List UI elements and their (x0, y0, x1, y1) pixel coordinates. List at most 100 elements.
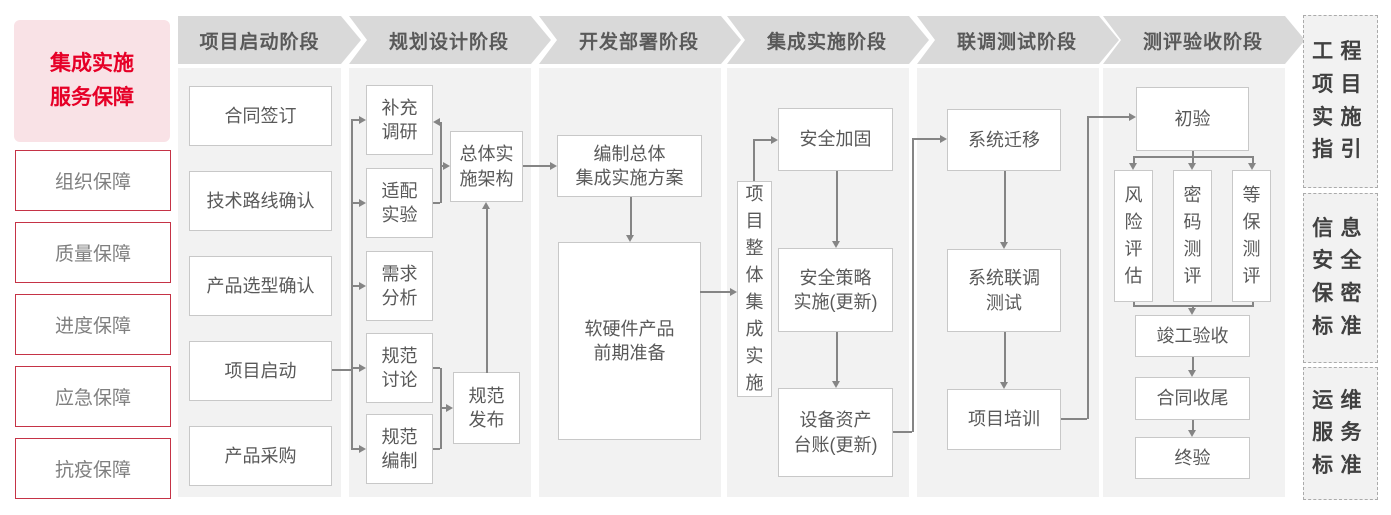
arrowhead (1188, 430, 1196, 437)
arrowhead (832, 241, 840, 248)
stage-header-integration-impl: 集成实施阶段 (727, 16, 929, 64)
flow-box-preliminary-acceptance: 初验 (1136, 87, 1249, 151)
flow-box-overall-integration-impl: 项 目 整 体 集 成 实 施 (737, 181, 772, 397)
flow-box-spec-discussion: 规范 讨论 (366, 333, 433, 403)
arrowhead (446, 404, 453, 412)
sidebar-item-emergency: 应急保障 (15, 366, 171, 427)
connector-line (1087, 116, 1089, 419)
connector-line (1061, 418, 1087, 420)
flow-box-tech-route-confirm: 技术路线确认 (189, 171, 332, 231)
arrowhead (359, 364, 366, 372)
flow-box-crypto-evaluation: 密 码 测 评 (1173, 170, 1212, 302)
arrowhead (626, 235, 634, 242)
arrowhead (359, 199, 366, 207)
connector-line (893, 431, 912, 433)
flow-box-supplementary-research: 补充 调研 (366, 85, 433, 155)
flow-box-hw-sw-preparation: 软硬件产品 前期准备 (558, 242, 701, 440)
flow-box-mlps-evaluation: 等 保 测 评 (1232, 170, 1271, 302)
arrowhead (1000, 382, 1008, 389)
flow-box-project-kickoff: 项目启动 (189, 341, 332, 401)
connector-line (836, 171, 838, 241)
connector-line (912, 138, 914, 432)
arrowhead (940, 135, 947, 143)
flow-box-completion-acceptance: 竣工验收 (1135, 315, 1250, 357)
arrowhead (832, 381, 840, 388)
arrowhead (1129, 113, 1136, 121)
connector-line (1192, 151, 1194, 157)
flow-box-system-migration: 系统迁移 (947, 109, 1061, 171)
flow-box-product-procurement: 产品采购 (189, 426, 332, 486)
connector-line (912, 138, 940, 140)
flow-box-adaptation-experiment: 适配 实验 (366, 168, 433, 238)
flow-box-security-policy-impl: 安全策略 实施(更新) (778, 248, 893, 332)
connector-line (1133, 156, 1135, 163)
flow-box-contract-closure: 合同收尾 (1135, 377, 1250, 420)
connector-line (700, 291, 730, 293)
sidebar-item-epidemic: 抗疫保障 (15, 438, 171, 499)
connector-line (351, 448, 359, 450)
connector-line (1252, 302, 1254, 307)
arrowhead (359, 116, 366, 124)
arrowhead (359, 282, 366, 290)
stage-header-evaluation-acceptance: 测评验收阶段 (1103, 16, 1305, 64)
arrowhead (1248, 163, 1256, 170)
connector-line (351, 202, 359, 204)
connector-line (1252, 156, 1254, 163)
arrowhead (1188, 370, 1196, 377)
arrowhead (482, 202, 490, 209)
connector-line (1004, 171, 1006, 242)
connector-line (1004, 332, 1006, 382)
arrowhead (550, 162, 557, 170)
connector-line (630, 197, 632, 235)
connector-line (440, 368, 442, 449)
connector-line (1192, 305, 1194, 309)
connector-line (351, 285, 359, 287)
connector-line (1133, 302, 1135, 307)
arrowhead (730, 288, 737, 296)
flow-box-overall-impl-architecture: 总体实 施架构 (450, 131, 523, 202)
connector-line (440, 122, 442, 203)
connector-line (753, 140, 755, 181)
flow-box-contract-signing: 合同签订 (189, 86, 332, 146)
standard-panel-info-security: 信息 安全 保密 标准 (1303, 193, 1378, 363)
connector-line (433, 448, 440, 450)
flow-box-risk-assessment: 风 险 评 估 (1114, 170, 1153, 302)
connector-line (1192, 156, 1194, 163)
connector-line (440, 407, 446, 409)
sidebar-item-quality: 质量保障 (15, 222, 171, 283)
arrowhead (359, 445, 366, 453)
flow-box-product-selection-confirm: 产品选型确认 (189, 256, 332, 316)
flow-box-project-training: 项目培训 (947, 389, 1061, 450)
connector-line (1192, 420, 1194, 430)
connector-line (836, 332, 838, 381)
sidebar-item-organization: 组织保障 (15, 150, 171, 211)
connector-line (351, 119, 359, 121)
connector-line (1087, 116, 1129, 118)
connector-line (433, 202, 440, 204)
stage-header-joint-testing: 联调测试阶段 (917, 16, 1119, 64)
stage-header-project-kickoff: 项目启动阶段 (178, 16, 361, 64)
connector-line (351, 367, 359, 369)
flow-box-spec-release: 规范 发布 (453, 372, 520, 444)
arrowhead (1188, 308, 1196, 315)
arrowhead (1188, 163, 1196, 170)
flow-box-security-hardening: 安全加固 (778, 108, 893, 171)
arrowhead (443, 162, 450, 170)
stage-header-dev-deployment: 开发部署阶段 (539, 16, 741, 64)
standard-panel-project-guide: 工程 项目 实施 指引 (1303, 15, 1378, 188)
stage-header-planning-design: 规划设计阶段 (349, 16, 551, 64)
sidebar-item-schedule: 进度保障 (15, 294, 171, 355)
connector-line (486, 209, 488, 373)
arrowhead (771, 136, 778, 144)
connector-line (332, 369, 351, 371)
standard-panel-ops-service: 运维 服务 标准 (1303, 367, 1378, 500)
connector-line (1192, 357, 1194, 370)
sidebar-title: 集成实施 服务保障 (14, 20, 170, 142)
connector-line (523, 165, 550, 167)
connector-line (351, 120, 353, 449)
flow-box-final-acceptance: 终验 (1135, 437, 1250, 479)
arrowhead (1000, 242, 1008, 249)
arrowhead (1129, 163, 1137, 170)
flow-box-joint-debugging-test: 系统联调 测试 (947, 249, 1061, 332)
